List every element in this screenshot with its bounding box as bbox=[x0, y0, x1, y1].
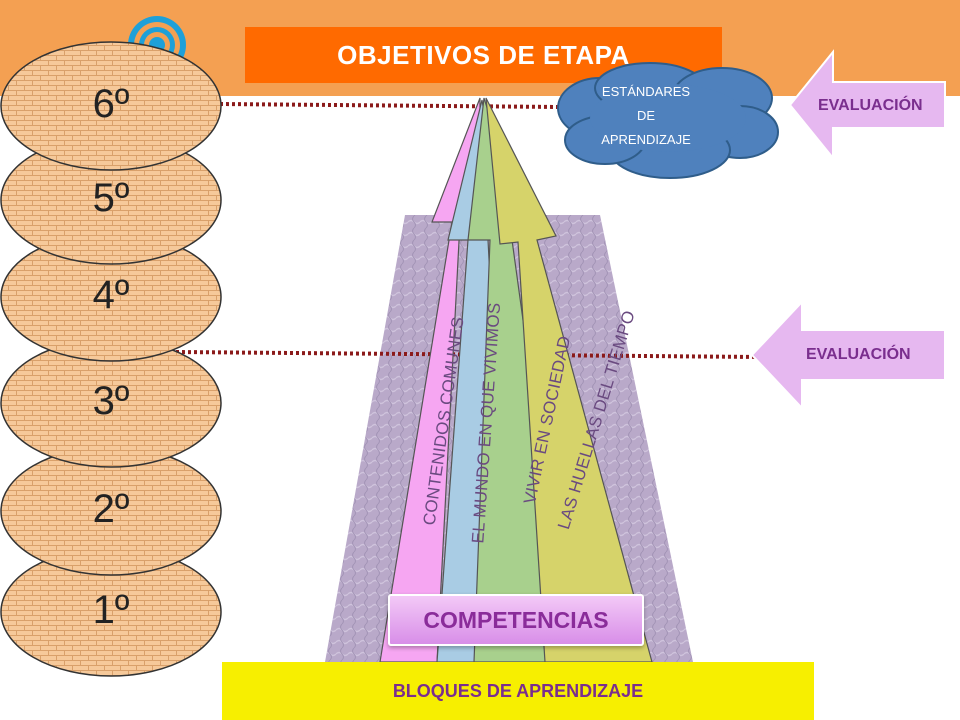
cloud-line-2: DE bbox=[636, 108, 656, 123]
grade-3-label: 3º bbox=[92, 379, 130, 423]
evaluation-arrow-top bbox=[788, 49, 946, 161]
grade-5-label: 5º bbox=[92, 176, 130, 220]
grade-6-ellipse bbox=[0, 41, 222, 171]
dotted-line-top bbox=[219, 102, 561, 109]
dotted-line-middle bbox=[175, 350, 761, 359]
evaluation-arrow-middle bbox=[750, 299, 946, 411]
grade-6-label: 6º bbox=[92, 82, 130, 126]
cloud-line-1: ESTÁNDARES bbox=[601, 84, 691, 99]
evaluation-label-top: EVALUACIÓN bbox=[818, 97, 923, 114]
grade-4-label: 4º bbox=[92, 273, 130, 317]
title-box: OBJETIVOS DE ETAPA bbox=[245, 27, 722, 83]
competencias-box: COMPETENCIAS bbox=[388, 594, 644, 646]
bloques-bar: BLOQUES DE APRENDIZAJE bbox=[222, 662, 814, 720]
grade-2-label: 2º bbox=[92, 487, 130, 531]
page-title: OBJETIVOS DE ETAPA bbox=[337, 39, 630, 70]
competencias-label: COMPETENCIAS bbox=[423, 606, 609, 633]
standards-cloud bbox=[557, 62, 779, 179]
grade-1-label: 1º bbox=[92, 588, 130, 632]
bloques-label: BLOQUES DE APRENDIZAJE bbox=[392, 680, 644, 701]
cloud-line-3: APRENDIZAJE bbox=[601, 132, 691, 147]
evaluation-label-middle: EVALUACIÓN bbox=[806, 346, 911, 363]
arrow-huellas-tiempo bbox=[485, 97, 653, 663]
